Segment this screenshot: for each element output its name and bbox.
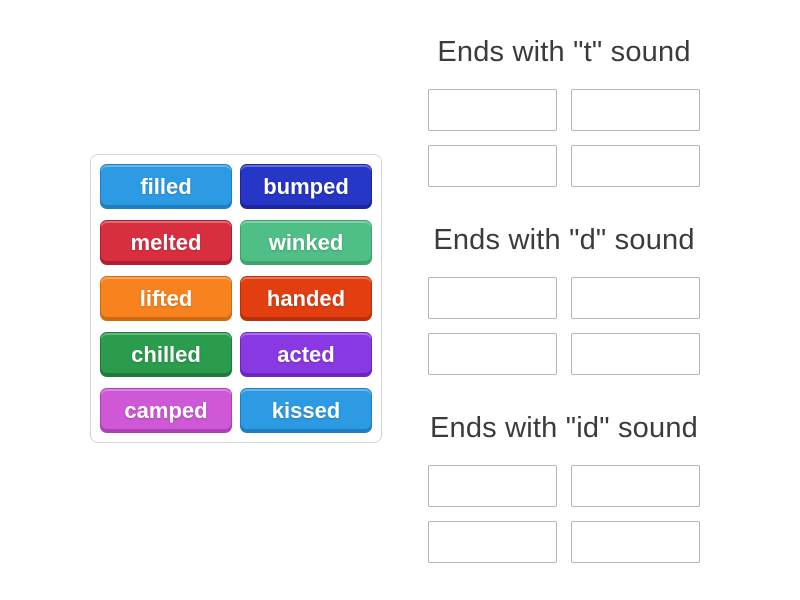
group-title: Ends with "t" sound bbox=[437, 36, 691, 68]
drop-slot[interactable] bbox=[428, 521, 557, 563]
drop-slot[interactable] bbox=[571, 333, 700, 375]
drop-slots bbox=[416, 89, 712, 187]
word-tile-chilled[interactable]: chilled bbox=[100, 332, 232, 377]
drop-slot[interactable] bbox=[428, 333, 557, 375]
drop-slot[interactable] bbox=[571, 521, 700, 563]
group-title: Ends with "d" sound bbox=[433, 224, 695, 256]
drop-slot[interactable] bbox=[571, 89, 700, 131]
word-tile-bumped[interactable]: bumped bbox=[240, 164, 372, 209]
group-title: Ends with "id" sound bbox=[429, 412, 699, 444]
word-tile-acted[interactable]: acted bbox=[240, 332, 372, 377]
drop-slots bbox=[416, 277, 712, 375]
drop-slots bbox=[416, 465, 712, 563]
word-tile-lifted[interactable]: lifted bbox=[100, 276, 232, 321]
word-tile-handed[interactable]: handed bbox=[240, 276, 372, 321]
sort-group: Ends with "t" sound bbox=[416, 35, 712, 187]
word-tile-kissed[interactable]: kissed bbox=[240, 388, 372, 433]
drop-slot[interactable] bbox=[428, 89, 557, 131]
drop-slot[interactable] bbox=[571, 145, 700, 187]
word-tile-melted[interactable]: melted bbox=[100, 220, 232, 265]
drop-slot[interactable] bbox=[428, 465, 557, 507]
drop-slot[interactable] bbox=[571, 465, 700, 507]
word-tile-filled[interactable]: filled bbox=[100, 164, 232, 209]
word-tile-winked[interactable]: winked bbox=[240, 220, 372, 265]
word-tile-camped[interactable]: camped bbox=[100, 388, 232, 433]
drop-slot[interactable] bbox=[428, 277, 557, 319]
sort-group: Ends with "d" sound bbox=[416, 223, 712, 375]
drop-slot[interactable] bbox=[571, 277, 700, 319]
drop-slot[interactable] bbox=[428, 145, 557, 187]
sort-group: Ends with "id" sound bbox=[416, 411, 712, 563]
